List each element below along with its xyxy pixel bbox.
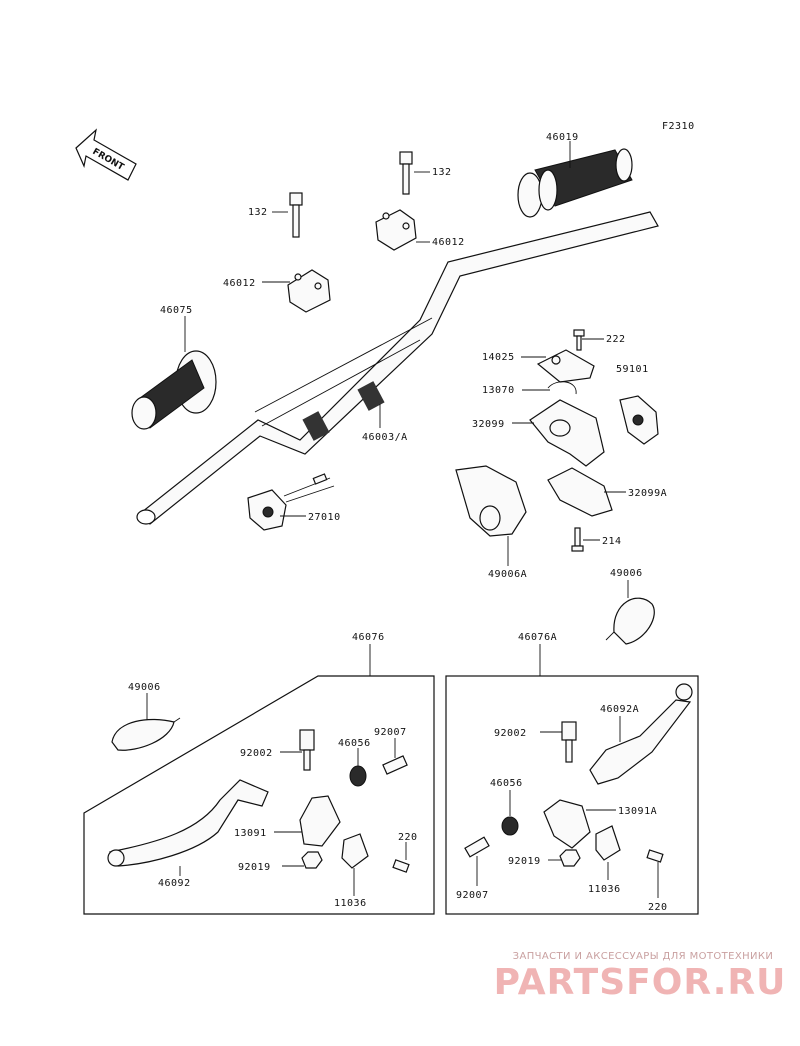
guard-49006A xyxy=(455,465,527,537)
label-46019: 46019 xyxy=(546,132,579,143)
label-49006A: 49006A xyxy=(488,569,527,580)
label-46012-right: 46012 xyxy=(432,237,465,248)
screw-220-left xyxy=(392,859,410,873)
cover-14025 xyxy=(536,349,595,383)
gasket-13070 xyxy=(547,381,577,395)
label-49006-left: 49006 xyxy=(128,682,161,693)
label-11036-right: 11036 xyxy=(588,884,621,895)
clamp-11036-right xyxy=(595,825,621,861)
handlebar xyxy=(136,211,659,525)
case-32099A xyxy=(547,467,613,517)
label-13091: 13091 xyxy=(234,828,267,839)
left-grip xyxy=(131,350,217,430)
bracket-13091A xyxy=(543,799,591,849)
adjuster-92007-right xyxy=(464,836,490,858)
figure-code: F2310 xyxy=(662,121,695,132)
watermark-brand: PARTSFOR.RU xyxy=(493,962,787,1003)
label-49006-right: 49006 xyxy=(610,568,643,579)
label-27010: 27010 xyxy=(308,512,341,523)
label-46056-right: 46056 xyxy=(490,778,523,789)
adjuster-92007-left xyxy=(382,755,408,775)
label-222: 222 xyxy=(606,334,626,345)
collar-46056-left xyxy=(349,765,367,787)
switch-27010 xyxy=(247,473,335,531)
lever-46092 xyxy=(107,779,269,867)
label-11036-left: 11036 xyxy=(334,898,367,909)
label-46092: 46092 xyxy=(158,878,191,889)
label-92002-left: 92002 xyxy=(240,748,273,759)
right-grip xyxy=(517,148,633,218)
watermark-tagline: ЗАПЧАСТИ И АКСЕССУАРЫ ДЛЯ МОТОТЕХНИКИ xyxy=(512,951,774,962)
bolt-132-right xyxy=(399,151,413,195)
collar-46056-right xyxy=(501,816,519,836)
label-92019-right: 92019 xyxy=(508,856,541,867)
label-46056-left: 46056 xyxy=(338,738,371,749)
nut-92019-left xyxy=(301,851,323,869)
case-32099 xyxy=(529,399,605,467)
label-13091A: 13091A xyxy=(618,806,657,817)
label-220-left: 220 xyxy=(398,832,418,843)
nut-92019-right xyxy=(559,849,581,867)
label-92002-right: 92002 xyxy=(494,728,527,739)
clamp-right xyxy=(375,209,417,251)
part-labels: 46019 132 132 46012 46012 46075 46003/A … xyxy=(128,132,668,913)
label-132-right: 132 xyxy=(432,167,452,178)
label-132-left: 132 xyxy=(248,207,268,218)
label-14025: 14025 xyxy=(482,352,515,363)
bolt-132-left xyxy=(289,192,303,238)
label-92019-left: 92019 xyxy=(238,862,271,873)
clamp-left xyxy=(287,269,331,313)
label-214: 214 xyxy=(602,536,622,547)
clamp-11036-left xyxy=(341,833,369,869)
label-46003A: 46003/A xyxy=(362,432,408,443)
cap-49006-left xyxy=(111,717,181,751)
screw-222 xyxy=(573,329,585,351)
label-46012-left: 46012 xyxy=(223,278,256,289)
cap-49006-right xyxy=(605,597,655,645)
label-46076A: 46076A xyxy=(518,632,557,643)
label-13070: 13070 xyxy=(482,385,515,396)
screw-220-right xyxy=(646,849,664,863)
right-assembly-box xyxy=(445,675,699,915)
label-46092A: 46092A xyxy=(600,704,639,715)
label-32099A: 32099A xyxy=(628,488,667,499)
screw-214 xyxy=(571,527,584,552)
label-46075: 46075 xyxy=(160,305,193,316)
label-92007-right: 92007 xyxy=(456,890,489,901)
cable-59101 xyxy=(619,395,659,445)
label-32099: 32099 xyxy=(472,419,505,430)
left-assembly-box xyxy=(83,675,435,915)
label-92007-left: 92007 xyxy=(374,727,407,738)
knurl-band-left xyxy=(302,411,330,441)
bolt-92002-left xyxy=(299,729,315,771)
front-arrow-icon: FRONT xyxy=(75,128,137,181)
label-59101: 59101 xyxy=(616,364,649,375)
bracket-13091 xyxy=(299,795,341,847)
label-220-right: 220 xyxy=(648,902,668,913)
label-46076: 46076 xyxy=(352,632,385,643)
leader-lines xyxy=(146,141,659,898)
bolt-92002-right xyxy=(561,721,577,763)
knurl-band-right xyxy=(357,381,385,411)
lever-46092A xyxy=(589,683,693,785)
